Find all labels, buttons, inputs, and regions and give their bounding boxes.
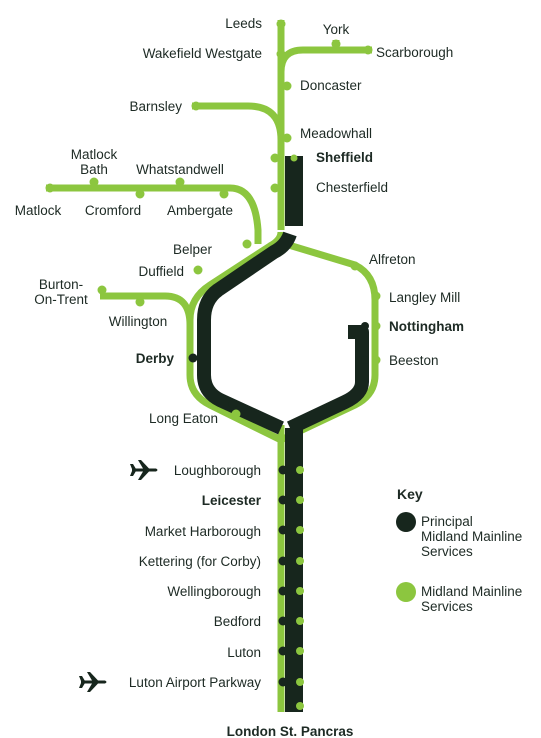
line-barnsley-branch <box>192 102 285 141</box>
label-burton-2: On-Trent <box>34 292 88 307</box>
dot-nottingham <box>361 322 369 330</box>
label-york: York <box>323 22 350 37</box>
dot-luton <box>278 646 288 656</box>
label-loughborough: Loughborough <box>174 463 261 478</box>
label-wakefield-westgate: Wakefield Westgate <box>143 46 262 61</box>
label-matlock-bath-1: Matlock <box>71 147 118 162</box>
dot-burton <box>97 285 107 295</box>
dot-leicester <box>278 495 288 505</box>
line-matlock-branch <box>46 184 262 244</box>
dot-long-eaton-green <box>231 409 241 419</box>
label-cromford: Cromford <box>85 203 141 218</box>
label-derby: Derby <box>136 351 175 366</box>
key-service-line-2: Services <box>421 599 473 614</box>
label-beeston: Beeston <box>389 353 439 368</box>
key-principal-line-3: Services <box>421 544 473 559</box>
label-leicester: Leicester <box>202 493 262 508</box>
dot-langley-mill <box>371 291 381 301</box>
dot-beeston-green <box>371 355 381 365</box>
line-burton-branch <box>100 292 194 326</box>
dot-market-harborough <box>278 525 288 535</box>
label-scarborough: Scarborough <box>376 45 453 60</box>
dot-york <box>331 39 341 49</box>
dot-loughborough <box>278 465 288 475</box>
key-principal-line-1: Principal <box>421 514 473 529</box>
dot-barnsley <box>191 101 201 111</box>
dot-matlock-bath <box>89 177 99 187</box>
label-ambergate: Ambergate <box>167 203 233 218</box>
label-luton-airport-parkway: Luton Airport Parkway <box>129 675 261 690</box>
dot-derby <box>188 353 198 363</box>
label-sheffield: Sheffield <box>316 150 373 165</box>
dot-meadowhall <box>282 133 292 143</box>
station-labels: Leeds York Wakefield Westgate Scarboroug… <box>15 16 464 738</box>
label-london-st-pancras: London St. Pancras <box>227 724 354 738</box>
label-burton-1: Burton- <box>39 277 83 292</box>
label-barnsley: Barnsley <box>129 99 182 114</box>
dot-scarborough <box>363 45 373 55</box>
principal-lines <box>197 156 369 712</box>
dot-bedford <box>278 616 288 626</box>
dot-wellingborough <box>278 586 288 596</box>
key-service-swatch <box>396 582 416 602</box>
principal-east-loop <box>287 325 369 435</box>
dot-whatstandwell <box>175 177 185 187</box>
label-duffield: Duffield <box>138 264 184 279</box>
key-principal-swatch <box>396 512 416 532</box>
dot-belper <box>242 239 252 249</box>
key-service-line-1: Midland Mainline <box>421 584 522 599</box>
dot-chesterfield-green <box>270 183 280 193</box>
dot-duffield <box>193 265 203 275</box>
label-chesterfield: Chesterfield <box>316 180 388 195</box>
dot-doncaster <box>282 81 292 91</box>
label-willington: Willington <box>109 314 168 329</box>
dot-sheffield <box>290 154 298 162</box>
dot-wakefield <box>276 49 286 59</box>
label-market-harborough: Market Harborough <box>145 524 261 539</box>
label-alfreton: Alfreton <box>369 252 416 267</box>
label-whatstandwell: Whatstandwell <box>136 162 224 177</box>
dot-sheffield-green <box>270 153 280 163</box>
key-title: Key <box>397 486 423 502</box>
dot-long-eaton <box>228 399 238 409</box>
key: Key Principal Midland Mainline Services … <box>396 486 522 614</box>
dot-cromford <box>135 189 145 199</box>
key-principal-line-2: Midland Mainline <box>421 529 522 544</box>
line-west-loop <box>186 231 285 444</box>
label-belper: Belper <box>173 242 213 257</box>
label-luton: Luton <box>227 645 261 660</box>
airplane-icon <box>79 672 107 692</box>
dot-beeston <box>361 356 369 364</box>
dot-luton-airport <box>278 677 288 687</box>
station-dots <box>45 19 381 710</box>
label-langley-mill: Langley Mill <box>389 290 460 305</box>
label-leeds: Leeds <box>225 16 262 31</box>
dot-matlock <box>45 183 55 193</box>
dot-alfreton <box>350 261 360 271</box>
dot-ambergate <box>219 189 229 199</box>
airplane-icon <box>130 460 158 480</box>
label-long-eaton: Long Eaton <box>149 411 218 426</box>
dot-leeds <box>276 19 286 29</box>
label-kettering: Kettering (for Corby) <box>139 554 261 569</box>
label-bedford: Bedford <box>214 614 261 629</box>
line-scarborough-branch <box>277 46 372 73</box>
label-matlock-bath-2: Bath <box>80 162 108 177</box>
principal-west-loop <box>197 231 297 435</box>
dot-kettering <box>278 556 288 566</box>
dot-nottingham-green <box>371 321 381 331</box>
label-doncaster: Doncaster <box>300 78 362 93</box>
label-matlock: Matlock <box>15 203 62 218</box>
label-wellingborough: Wellingborough <box>167 584 261 599</box>
dot-willington <box>135 297 145 307</box>
label-meadowhall: Meadowhall <box>300 126 372 141</box>
label-nottingham: Nottingham <box>389 319 464 334</box>
